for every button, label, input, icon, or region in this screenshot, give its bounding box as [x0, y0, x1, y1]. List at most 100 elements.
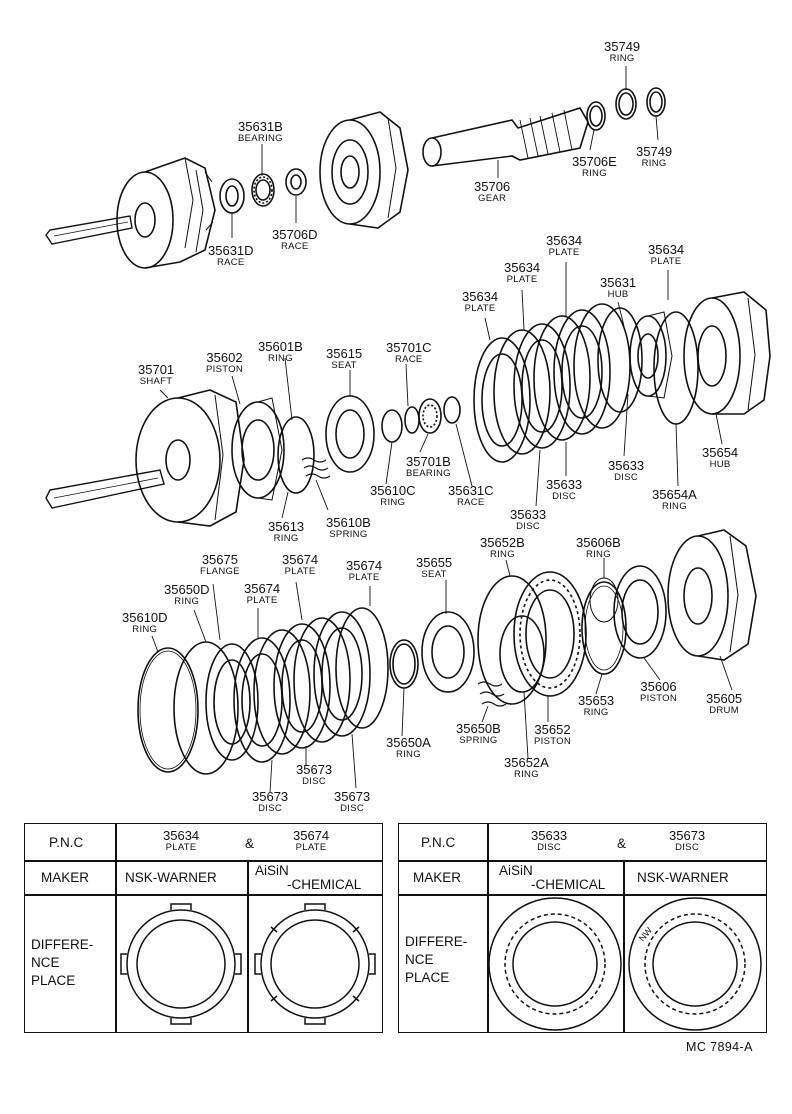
ring-35601b-drawing [277, 416, 315, 494]
difference-place-line3: PLACE [405, 970, 450, 985]
race-35631c-drawing [443, 396, 461, 424]
bearing-35631b-drawing [251, 173, 275, 207]
maker-nsk-warner: NSK-WARNER [125, 870, 217, 885]
ring-35606b-drawing [589, 577, 619, 623]
maker-header: MAKER [41, 870, 90, 885]
race-35631d-drawing [219, 178, 245, 214]
pnc-header: P.N.C [49, 835, 84, 850]
shaft-assembly-drawing [45, 157, 216, 269]
drum-35605-drawing [667, 529, 757, 661]
ring-35650a-drawing [389, 639, 419, 689]
bearing-35701b-drawing [418, 398, 442, 434]
ring-35749a-drawing [615, 88, 637, 120]
spring-35650b-drawing [477, 681, 507, 707]
maker-aisin-line1: AiSiN [255, 863, 289, 878]
drawing-code: MC 7894-A [686, 1040, 753, 1054]
difference-place-line1: DIFFERE- [31, 937, 94, 952]
maker-nsk-warner: NSK-WARNER [637, 870, 729, 885]
difference-place-line2: NCE [405, 952, 434, 967]
gear-drum-drawing [319, 111, 409, 229]
disc-aisin-chemical-drawing [488, 897, 622, 1031]
difference-place-line3: PLACE [31, 973, 76, 988]
seat-35655-drawing [421, 611, 475, 693]
ring-35652b-drawing [477, 575, 547, 705]
difference-place-line2: NCE [31, 955, 60, 970]
maker-aisin-line2: -CHEMICAL [531, 877, 606, 892]
difference-place-line1: DIFFERE- [405, 934, 468, 949]
hub-35654-drawing [683, 291, 771, 415]
ampersand: & [617, 836, 627, 851]
piston-35652-drawing [513, 571, 587, 697]
race-35706d-drawing [285, 168, 307, 196]
ring-35652a-drawing [499, 615, 545, 693]
plate-nsk-warner-drawing [120, 903, 242, 1025]
gear-35706-drawing [422, 107, 589, 167]
ring-35610c-drawing [381, 409, 403, 443]
ampersand: & [245, 836, 255, 851]
maker-aisin-line1: AiSiN [499, 863, 533, 878]
maker-header: MAKER [413, 870, 462, 885]
race-35701c-drawing [404, 406, 420, 434]
shaft-35701-drawing [45, 389, 245, 527]
ring-35610d-drawing [137, 647, 199, 773]
clutch-pack-row2-drawing [473, 303, 643, 463]
plate-illustrations [120, 903, 376, 1025]
ring-35749b-drawing [646, 87, 666, 117]
ring-35653-drawing [581, 581, 627, 675]
leader-lines [151, 66, 733, 793]
disc-nsk-warner-drawing [628, 897, 762, 1031]
plate-aisin-chemical-drawing [254, 903, 376, 1025]
ring-35654a-drawing [653, 311, 699, 425]
piston-35602-drawing [231, 397, 285, 501]
clutch-pack-row3-drawing [233, 607, 389, 763]
maker-aisin-line2: -CHEMICAL [287, 877, 362, 892]
